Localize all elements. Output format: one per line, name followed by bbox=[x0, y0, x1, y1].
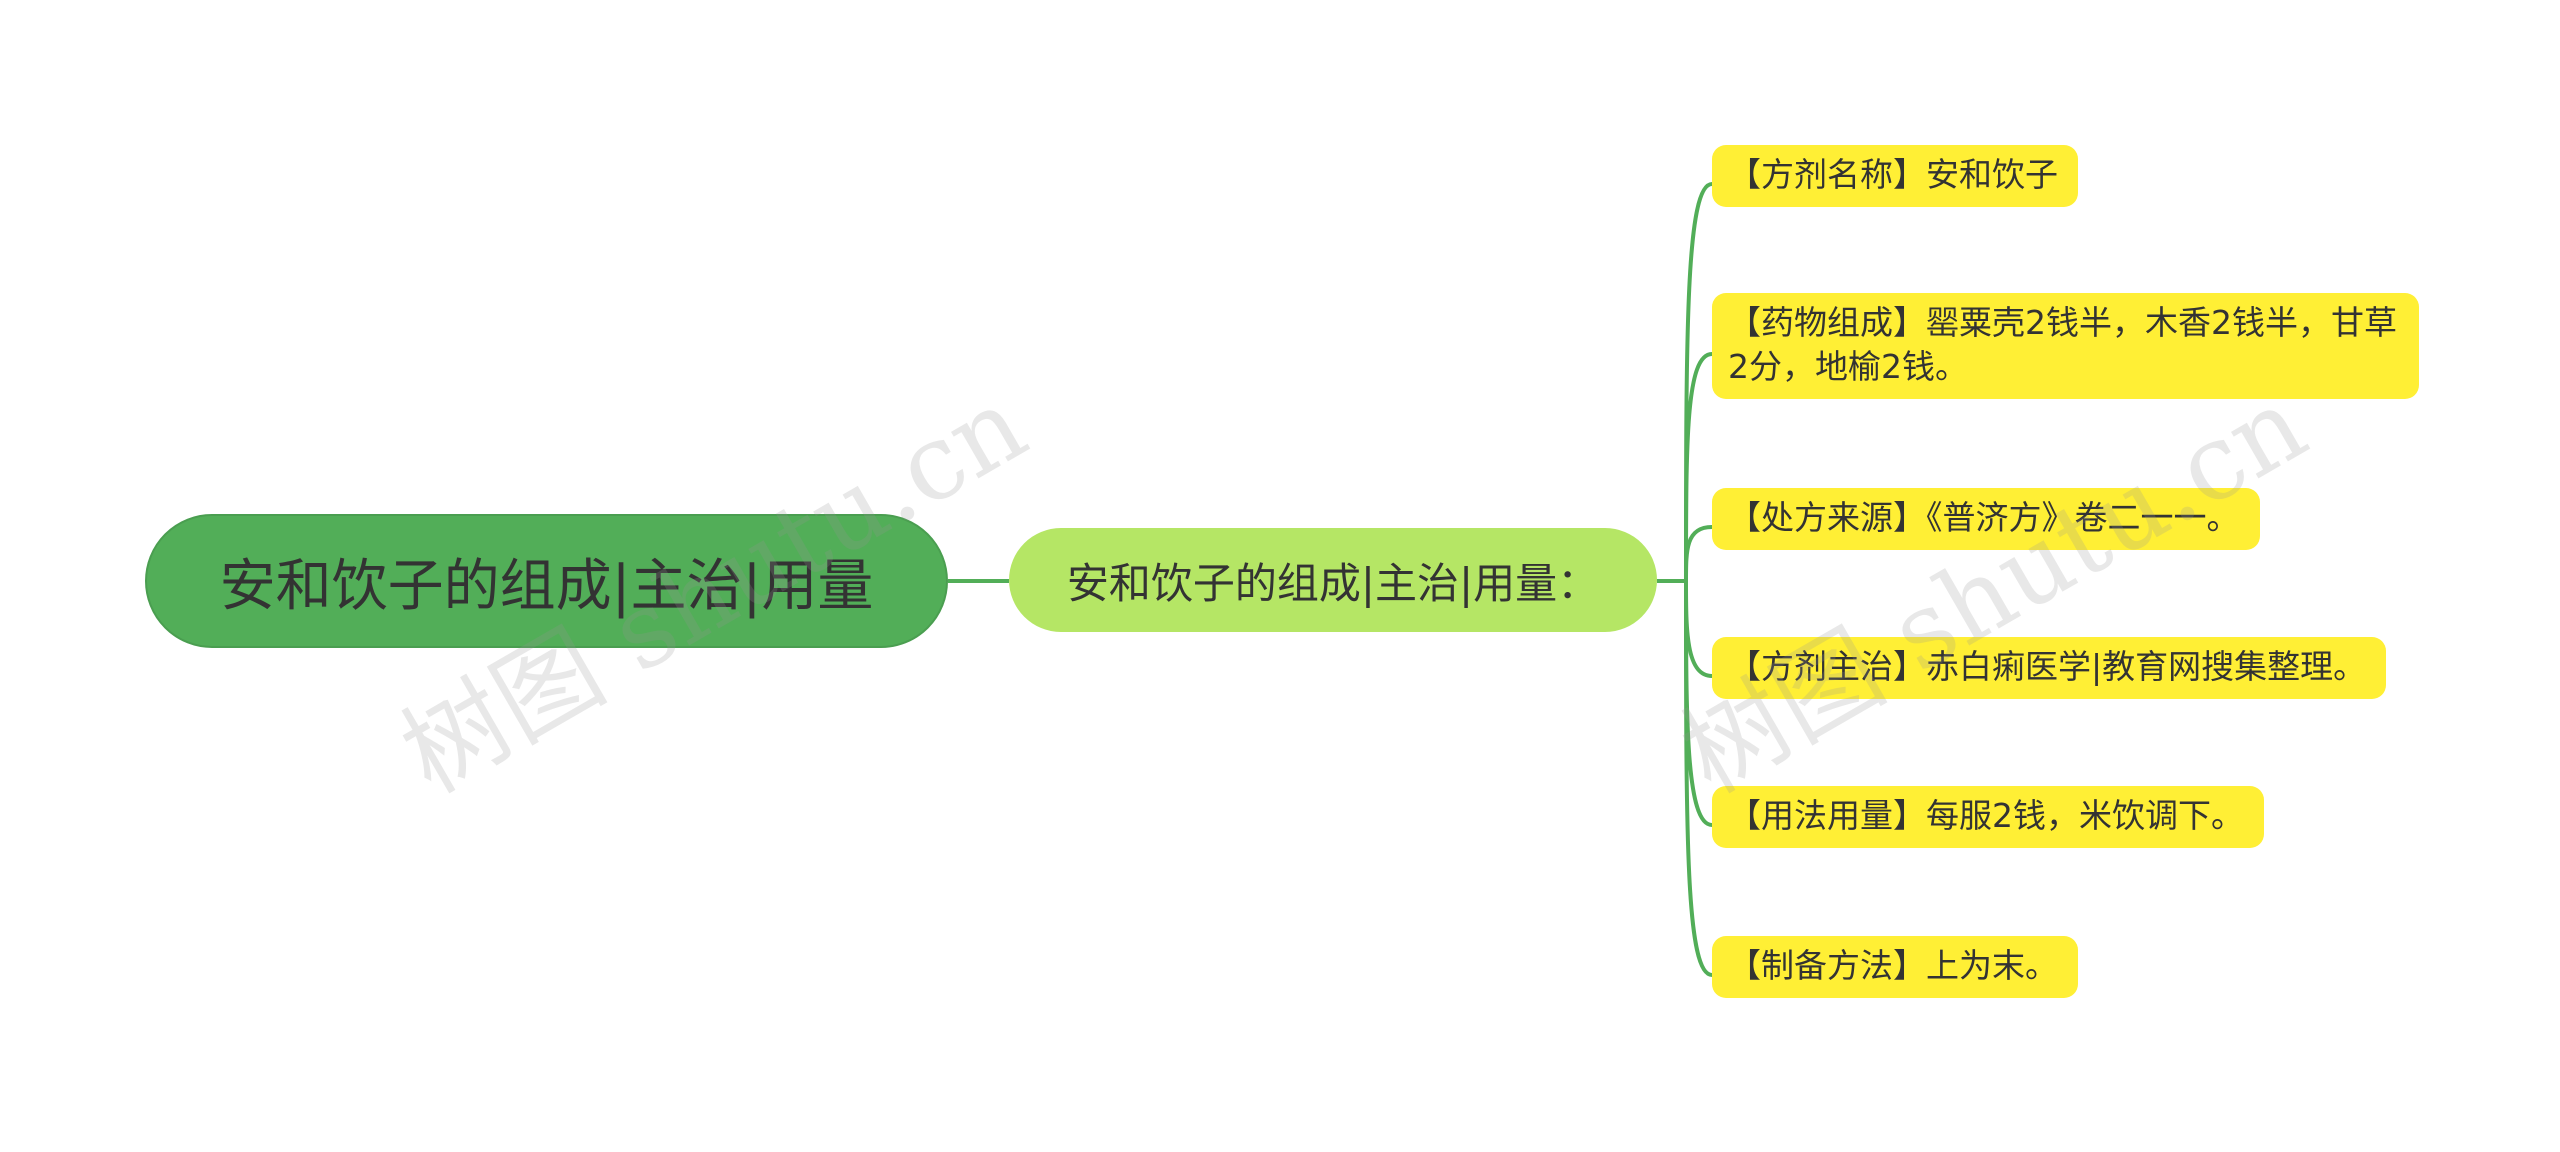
leaf-topic-label: 【药物组成】罂粟壳2钱半，木香2钱半，甘草2分，地榆2钱。 bbox=[1728, 303, 2397, 386]
branch-topic[interactable]: 安和饮子的组成|主治|用量： bbox=[1009, 528, 1657, 632]
leaf-topic[interactable]: 【用法用量】每服2钱，米饮调下。 bbox=[1712, 786, 2264, 848]
leaf-connector bbox=[1684, 182, 1713, 582]
leaf-connector bbox=[1684, 580, 1713, 977]
leaf-topic[interactable]: 【处方来源】《普济方》卷二一一。 bbox=[1712, 488, 2260, 550]
leaf-connector bbox=[1684, 352, 1713, 582]
root-topic[interactable]: 安和饮子的组成|主治|用量 bbox=[145, 514, 948, 648]
leaf-topic[interactable]: 【方剂名称】安和饮子 bbox=[1712, 145, 2078, 207]
branch-topic-label: 安和饮子的组成|主治|用量： bbox=[1066, 558, 1600, 608]
leaf-topic-label: 【制备方法】上为末。 bbox=[1728, 946, 2058, 985]
leaf-topic-label: 【用法用量】每服2钱，米饮调下。 bbox=[1728, 796, 2244, 835]
leaf-topic-label: 【方剂名称】安和饮子 bbox=[1728, 155, 2058, 194]
leaf-connector bbox=[1684, 580, 1713, 678]
leaf-topic[interactable]: 【药物组成】罂粟壳2钱半，木香2钱半，甘草2分，地榆2钱。 bbox=[1712, 293, 2419, 399]
root-topic-label: 安和饮子的组成|主治|用量 bbox=[219, 553, 874, 619]
leaf-connector bbox=[1684, 580, 1713, 827]
leaf-topic-label: 【处方来源】《普济方》卷二一一。 bbox=[1728, 498, 2240, 537]
leaf-topic-label: 【方剂主治】赤白痢医学|教育网搜集整理。 bbox=[1728, 647, 2367, 686]
leaf-topic[interactable]: 【制备方法】上为末。 bbox=[1712, 936, 2078, 998]
leaf-topic[interactable]: 【方剂主治】赤白痢医学|教育网搜集整理。 bbox=[1712, 637, 2387, 699]
leaf-connector bbox=[1684, 525, 1713, 582]
